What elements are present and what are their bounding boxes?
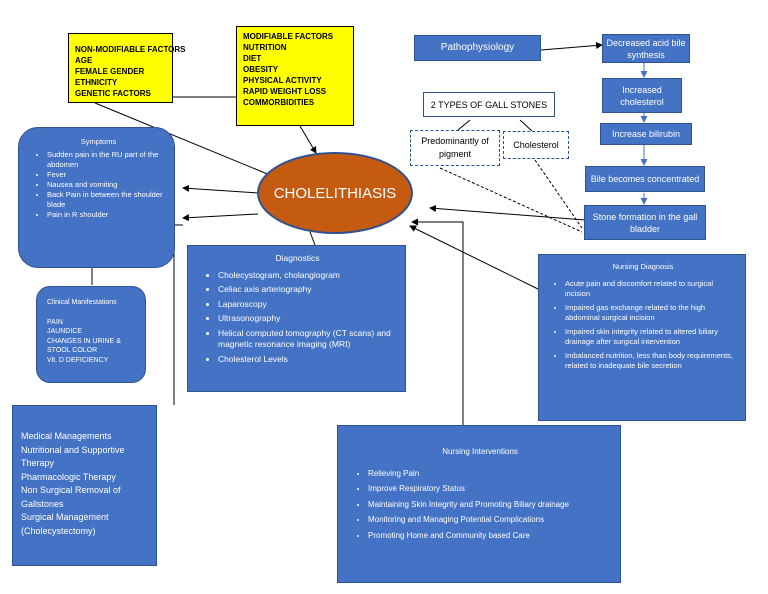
intervention-item: Improve Respiratory Status [368, 483, 608, 495]
connector-interventions-to-center [411, 218, 464, 425]
intervention-item: Maintaining Skin Integrity and Promoting… [368, 499, 608, 511]
nursing-diagnosis-list: Acute pain and discomfort related to sur… [549, 279, 737, 372]
modifiable-factors-box: MODIFIABLE FACTORS NUTRITION DIET OBESIT… [236, 26, 354, 126]
diagnostic-item: Laparoscopy [218, 299, 393, 311]
patho-step-box: Increased cholesterol [602, 78, 682, 113]
connector-pigment-dashed [439, 167, 583, 233]
gallstone-type-box: Predominantly of pigment [410, 130, 500, 166]
medical-item: Medical Managements [21, 431, 112, 441]
non-modifiable-factors-box: NON-MODIFIABLE FACTORS AGE FEMALE GENDER… [68, 33, 186, 103]
nursing-diagnosis-item: Impaired skin integrity related to alter… [565, 327, 737, 348]
clinical-item: Vit. D DEFICIENCY [47, 356, 109, 364]
medical-item: Nutritional and Supportive Therapy [21, 444, 125, 469]
nursing-diagnosis-item: Impaired gas exchange related to the hig… [565, 303, 737, 324]
clinical-title: Clinical Manifestations [47, 299, 117, 306]
diagnostic-item: Helical computed tomography (CT scans) a… [218, 328, 393, 351]
connector-mod-to-center [299, 125, 317, 154]
nursing-interventions-box: Nursing Interventions Relieving Pain Imp… [337, 425, 621, 583]
symptom-item: Pain in R shoulder [47, 210, 166, 220]
medical-item: Non Surgical Removal of Gallstones [21, 485, 121, 509]
connector-center-to-medical [182, 213, 259, 222]
connector-center-to-diagnostics [309, 231, 316, 246]
nursing-diagnosis-item: Imbalanced nutrition, less than body req… [565, 351, 737, 372]
non-modifiable-line: ETHNICITY [75, 78, 118, 87]
patho-step-text: Increase bilirubin [611, 129, 681, 139]
patho-step-text: Bile becomes concentrated [590, 174, 700, 184]
connector-stone-to-center [429, 204, 586, 221]
non-modifiable-line: NON-MODIFIABLE FACTORS [75, 45, 186, 54]
diagnostic-item: Cholesterol Levels [218, 354, 393, 366]
patho-step-text: Increased cholesterol [620, 84, 664, 107]
connector-gs-title-right [519, 119, 533, 132]
patho-step-box: Decreased acid bile synthesis [602, 34, 690, 63]
clinical-manifestations-box: Clinical Manifestations PAIN JAUNDICE CH… [36, 286, 146, 383]
nursing-interventions-title: Nursing Interventions [442, 447, 518, 456]
non-modifiable-line: GENETIC FACTORS [75, 89, 151, 98]
center-topic-title: CHOLELITHIASIS [273, 184, 397, 202]
medical-managements-box: Medical Managements Nutritional and Supp… [12, 405, 157, 566]
intervention-item: Monitoring and Managing Potential Compli… [368, 514, 608, 526]
diagnostic-item: Ultrasonography [218, 313, 393, 325]
gallstone-types-title-box: 2 TYPES OF GALL STONES [423, 92, 555, 117]
symptom-item: Fever [47, 170, 166, 180]
connector-nonmod-to-center [94, 102, 283, 181]
symptom-item: Sudden pain in the RU part of the abdome… [47, 150, 166, 170]
diagnostic-item: Celiac axis arteriography [218, 284, 393, 296]
gallstone-type-label: Cholesterol [513, 139, 559, 150]
intervention-item: Relieving Pain [368, 468, 608, 480]
patho-step-box: Stone formation in the gall bladder [584, 205, 706, 240]
pathophysiology-title: Pathophysiology [440, 42, 515, 53]
clinical-item: JAUNDICE [47, 328, 83, 335]
gallstone-type-box: Cholesterol [503, 131, 569, 159]
modifiable-line: MODIFIABLE FACTORS [243, 32, 334, 41]
modifiable-line: RAPID WEIGHT LOSS [243, 87, 327, 96]
connector-nursingdx-to-center [409, 225, 541, 291]
modifiable-line: PHYSICAL ACTIVITY [243, 76, 322, 85]
medical-item: Pharmacologic Therapy [21, 471, 116, 482]
non-modifiable-line: FEMALE GENDER [75, 67, 145, 76]
intervention-item: Promoting Home and Community based Care [368, 530, 608, 542]
diagnostics-title: Diagnostics [275, 253, 320, 263]
modifiable-line: DIET [243, 54, 262, 63]
diagnostic-item: Cholecystogram, cholangiogram [218, 270, 393, 282]
symptoms-box: Symptoms Sudden pain in the RU part of t… [18, 127, 175, 268]
connector-medical-to-center [173, 224, 183, 405]
symptom-item: Back Pain in between the shoulder blade [47, 190, 166, 210]
connector-gs-title-left [457, 119, 471, 131]
medical-item: Surgical Management (Cholecystectomy) [21, 512, 109, 536]
clinical-item: PAIN [47, 318, 63, 326]
nursing-interventions-list: Relieving Pain Improve Respiratory Statu… [352, 468, 608, 542]
diagnostics-list: Cholecystogram, cholangiogram Celiac axi… [202, 270, 393, 366]
symptom-item: Nausea and vomiting [47, 180, 166, 190]
connector-cholesterol-dashed [534, 159, 583, 229]
clinical-item: CHANGES IN URINE & STOOL COLOR [47, 337, 121, 355]
patho-step-box: Increase bilirubin [600, 123, 692, 145]
patho-step-box: Bile becomes concentrated [585, 166, 705, 192]
center-topic-ellipse: CHOLELITHIASIS [257, 152, 413, 234]
diagnostics-box: Diagnostics Cholecystogram, cholangiogra… [187, 245, 406, 392]
modifiable-line: COMMORBIDITIES [243, 98, 315, 107]
gallstone-types-title: 2 TYPES OF GALL STONES [430, 99, 548, 110]
symptoms-list: Sudden pain in the RU part of the abdome… [31, 150, 166, 220]
symptoms-title: Symptoms [80, 137, 117, 146]
connector-center-to-symptoms [182, 184, 259, 194]
gallstone-type-label: Predominantly of pigment [421, 136, 489, 159]
connector-patho-to-step1 [540, 42, 603, 51]
nursing-diagnosis-item: Acute pain and discomfort related to sur… [565, 279, 737, 300]
modifiable-line: NUTRITION [243, 43, 287, 52]
nursing-diagnosis-box: Nursing Diagnosis Acute pain and discomf… [538, 254, 746, 421]
nursing-diagnosis-title: Nursing Diagnosis [612, 262, 674, 271]
modifiable-line: OBESITY [243, 65, 279, 74]
non-modifiable-line: AGE [75, 56, 93, 65]
pathophysiology-box: Pathophysiology [414, 35, 541, 61]
patho-step-text: Stone formation in the gall bladder [592, 211, 698, 234]
patho-step-text: Decreased acid bile synthesis [606, 37, 686, 60]
